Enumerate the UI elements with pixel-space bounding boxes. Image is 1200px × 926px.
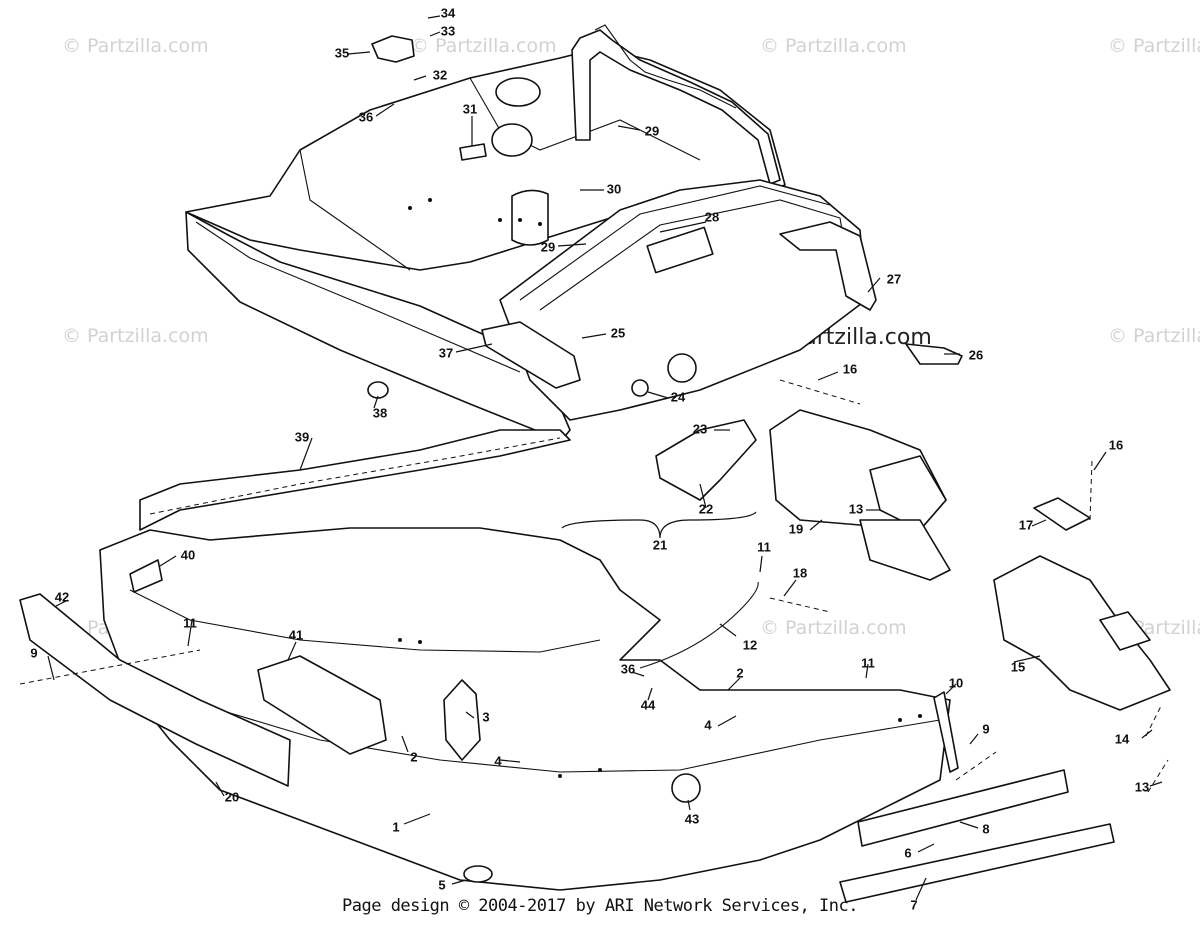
callout-6: 6 (904, 845, 911, 860)
watermark-text: © Partzilla.com (62, 35, 209, 57)
watermark-text: © Partzilla.com (1108, 35, 1200, 57)
callout-5: 5 (438, 877, 445, 892)
callout-9: 9 (30, 645, 37, 660)
callout-13: 13 (849, 501, 863, 516)
callout-8: 8 (982, 821, 989, 836)
callout-11: 11 (757, 539, 771, 554)
watermark-text: © Partzilla.com (760, 617, 907, 639)
watermark-text: © Partzilla.com (62, 325, 209, 347)
watermark-text: © Partzilla.com (1108, 325, 1200, 347)
callout-44: 44 (641, 697, 656, 712)
callout-34: 34 (441, 5, 456, 20)
callout-3: 3 (482, 709, 489, 724)
callout-15: 15 (1011, 659, 1025, 674)
callout-32: 32 (433, 67, 447, 82)
callout-17: 17 (1019, 517, 1033, 532)
callout-numbers: 34 33 35 32 36 31 29 30 29 28 27 26 25 3… (30, 5, 1149, 912)
callout-1: 1 (392, 819, 399, 834)
callout-31: 31 (463, 101, 477, 116)
callout-18: 18 (793, 565, 807, 580)
callout-36: 36 (359, 109, 373, 124)
callout-29: 29 (645, 123, 659, 138)
callout-42: 42 (55, 589, 69, 604)
callout-21: 21 (653, 537, 667, 552)
callout-4: 4 (704, 717, 712, 732)
callout-38: 38 (373, 405, 387, 420)
callout-28: 28 (705, 209, 719, 224)
callout-36: 36 (621, 661, 635, 676)
callout-4: 4 (494, 753, 502, 768)
page-footer: Page design © 2004-2017 by ARI Network S… (342, 896, 858, 916)
callout-16: 16 (843, 361, 857, 376)
callout-30: 30 (607, 181, 621, 196)
callout-2: 2 (410, 749, 417, 764)
callout-2: 2 (736, 665, 743, 680)
watermark-text: © Partzilla.com (410, 35, 557, 57)
callout-35: 35 (335, 45, 349, 60)
callout-26: 26 (969, 347, 983, 362)
callout-7: 7 (910, 897, 917, 912)
callout-11: 11 (861, 655, 875, 670)
callout-41: 41 (289, 627, 303, 642)
callout-14: 14 (1115, 731, 1130, 746)
callout-33: 33 (441, 23, 455, 38)
callout-11: 11 (183, 615, 197, 630)
callout-23: 23 (693, 421, 707, 436)
chassis-illustration (19, 24, 1171, 903)
callout-27: 27 (887, 271, 901, 286)
callout-39: 39 (295, 429, 309, 444)
callout-12: 12 (743, 637, 757, 652)
watermark-text: © Partzilla.com (760, 35, 907, 57)
callout-24: 24 (671, 389, 686, 404)
leader-lines (47, 15, 1163, 901)
callout-19: 19 (789, 521, 803, 536)
callout-37: 37 (439, 345, 453, 360)
callout-13: 13 (1135, 779, 1149, 794)
callout-25: 25 (611, 325, 625, 340)
callout-9: 9 (982, 721, 989, 736)
callout-40: 40 (181, 547, 195, 562)
callout-22: 22 (699, 501, 713, 516)
callout-20: 20 (225, 789, 239, 804)
callout-29: 29 (541, 239, 555, 254)
callout-16: 16 (1109, 437, 1123, 452)
callout-10: 10 (949, 675, 963, 690)
callout-43: 43 (685, 811, 699, 826)
